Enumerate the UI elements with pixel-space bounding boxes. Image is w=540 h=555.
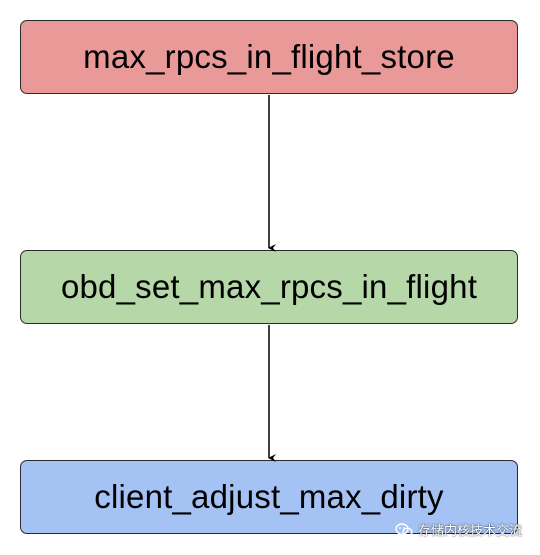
watermark-text: 存储内核技术交流 [417,524,522,539]
node-client-adjust-max-dirty: client_adjust_max_dirty [20,460,518,534]
node-label: obd_set_max_rpcs_in_flight [60,268,478,305]
watermark: 存储内核技术交流 [395,520,522,539]
wechat-icon [395,522,413,536]
node-obd-set-max-rpcs-in-flight: obd_set_max_rpcs_in_flight [20,250,518,324]
node-label: client_adjust_max_dirty [94,478,444,515]
node-label: max_rpcs_in_flight_store [83,38,455,75]
node-max-rpcs-in-flight-store: max_rpcs_in_flight_store [20,20,518,94]
